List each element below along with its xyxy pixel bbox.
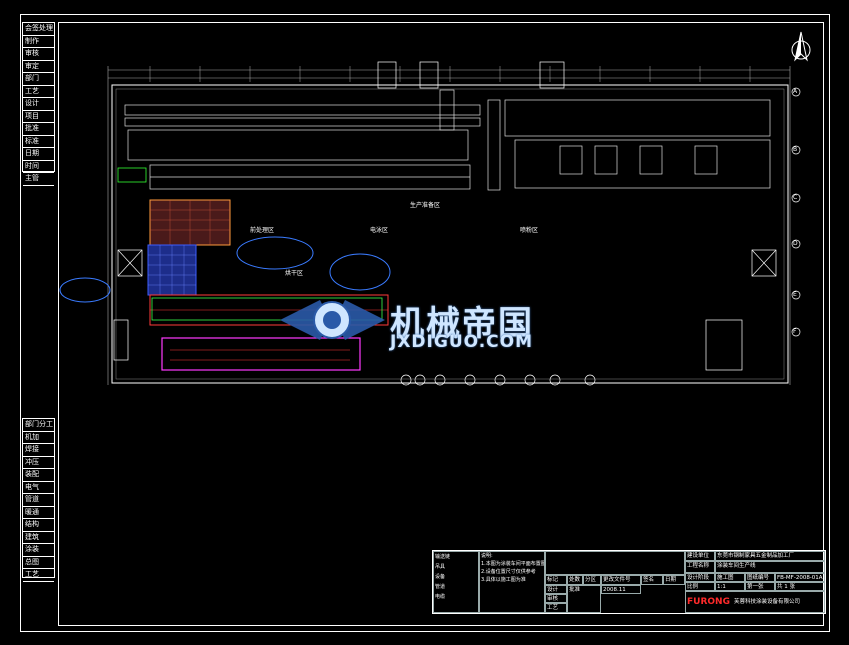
zone-label: 生产准备区	[410, 202, 441, 209]
signoff-row: 标准	[23, 136, 54, 148]
axis-label: E	[793, 291, 797, 298]
watermark-emblem-icon	[280, 300, 385, 340]
notes-line: 1.本图为涂装车间平面布置图	[481, 561, 545, 567]
signoff-row: 时间	[23, 161, 54, 173]
revision-header: 签名	[641, 575, 663, 585]
department-header: 部门分工	[23, 419, 54, 432]
signoff-row: 部门	[23, 73, 54, 86]
legend-item: 吊具	[435, 564, 446, 570]
drawing-label: 工程名称	[685, 561, 715, 573]
department-row: 管道	[23, 494, 54, 507]
revision-header: 标记	[545, 575, 567, 585]
drawing-inner-border	[58, 22, 824, 626]
sheet-value: 共 1 张	[775, 582, 825, 591]
signoff-row: 设计	[23, 98, 54, 111]
role-label: 审核	[545, 594, 567, 603]
role-label: 设计	[545, 585, 567, 594]
department-row: 机加	[23, 432, 54, 444]
notes-title: 说明:	[481, 553, 493, 559]
zone-label: 喷粉区	[520, 227, 539, 234]
drawing-border	[20, 14, 830, 632]
scale-value: 1:1	[715, 582, 745, 591]
legend-item: 输送链	[435, 554, 451, 560]
notes-line: 3.具体以施工图为准	[481, 577, 526, 583]
department-row: 电气	[23, 482, 54, 494]
drawing-name: 涂装车间生产线	[715, 561, 825, 573]
axis-label: C	[793, 194, 798, 201]
signoff-row: 日期	[23, 148, 54, 161]
department-row: 涂装	[23, 544, 54, 557]
drawing-no: FB-MF-2008-01A	[775, 573, 825, 582]
signoff-header: 会签处理	[23, 23, 54, 36]
revision-header: 日期	[663, 575, 685, 585]
department-row: 暖通	[23, 507, 54, 519]
department-row: 装配	[23, 469, 54, 482]
axis-label: B	[793, 146, 798, 153]
zone-label: 前处理区	[250, 227, 275, 234]
department-row: 结构	[23, 519, 54, 532]
role-label: 批准	[567, 585, 601, 613]
north-arrow-icon	[791, 31, 811, 62]
signoff-row: 主管	[23, 173, 54, 186]
department-row: 总图	[23, 557, 54, 569]
department-table: 部门分工 机加 焊接 冲压 装配 电气 管道 暖通 结构 建筑 涂装 总图 工艺	[22, 418, 55, 582]
signoff-row: 工艺	[23, 86, 54, 98]
revision-header: 更改文件号	[601, 575, 641, 585]
axis-label: A	[793, 88, 798, 95]
legend-item: 管道	[435, 584, 446, 590]
signoff-row: 批准	[23, 123, 54, 136]
signoff-table: 会签处理 制作 审核 审定 部门 工艺 设计 项目 批准 标准 日期 时间 主管	[22, 22, 55, 186]
axis-label: F	[793, 328, 797, 335]
revision-blank	[545, 551, 685, 575]
company-name: 芙蓉科技涂装设备有限公司	[733, 599, 800, 605]
legend-item: 电缆	[435, 594, 446, 600]
watermark-url: JXDIGUO.COM	[390, 332, 534, 352]
revision-header: 分区	[583, 575, 601, 585]
axis-label: D	[793, 240, 798, 247]
zone-label: 烘干区	[285, 270, 304, 277]
department-row: 焊接	[23, 444, 54, 457]
department-row: 冲压	[23, 457, 54, 469]
stage-label: 设计阶段	[685, 573, 715, 582]
role-label: 工艺	[545, 603, 567, 613]
date-value: 2008.11	[601, 585, 641, 594]
revision-header: 处数	[567, 575, 583, 585]
signoff-row: 审核	[23, 48, 54, 61]
watermark-name: 机械帝国	[390, 304, 534, 344]
notes-line: 2.设备位置尺寸仅供参考	[481, 569, 536, 575]
scale-label: 比例	[685, 582, 715, 591]
stage-value: 施工图	[715, 573, 745, 582]
project-name: 东莞市钢制家具五金制品加工厂	[715, 551, 825, 561]
signoff-row: 制作	[23, 36, 54, 48]
signoff-row: 审定	[23, 61, 54, 73]
drawing-no-label: 图纸编号	[745, 573, 775, 582]
legend-item: 设备	[435, 574, 446, 580]
signoff-row: 项目	[23, 111, 54, 123]
legend-box: 输送链 吊具 设备 管道 电缆	[433, 551, 479, 613]
department-row: 建筑	[23, 532, 54, 544]
company-box: FURONG 芙蓉科技涂装设备有限公司	[685, 591, 825, 613]
notes-box: 说明: 1.本图为涂装车间平面布置图 2.设备位置尺寸仅供参考 3.具体以施工图…	[479, 551, 545, 613]
project-label: 建设单位	[685, 551, 715, 561]
department-row: 工艺	[23, 569, 54, 582]
zone-label: 电泳区	[370, 227, 389, 234]
company-logo: FURONG	[687, 597, 730, 607]
sheet-label: 第一张	[745, 582, 775, 591]
title-block: 输送链 吊具 设备 管道 电缆 说明: 1.本图为涂装车间平面布置图 2.设备位…	[432, 550, 826, 614]
